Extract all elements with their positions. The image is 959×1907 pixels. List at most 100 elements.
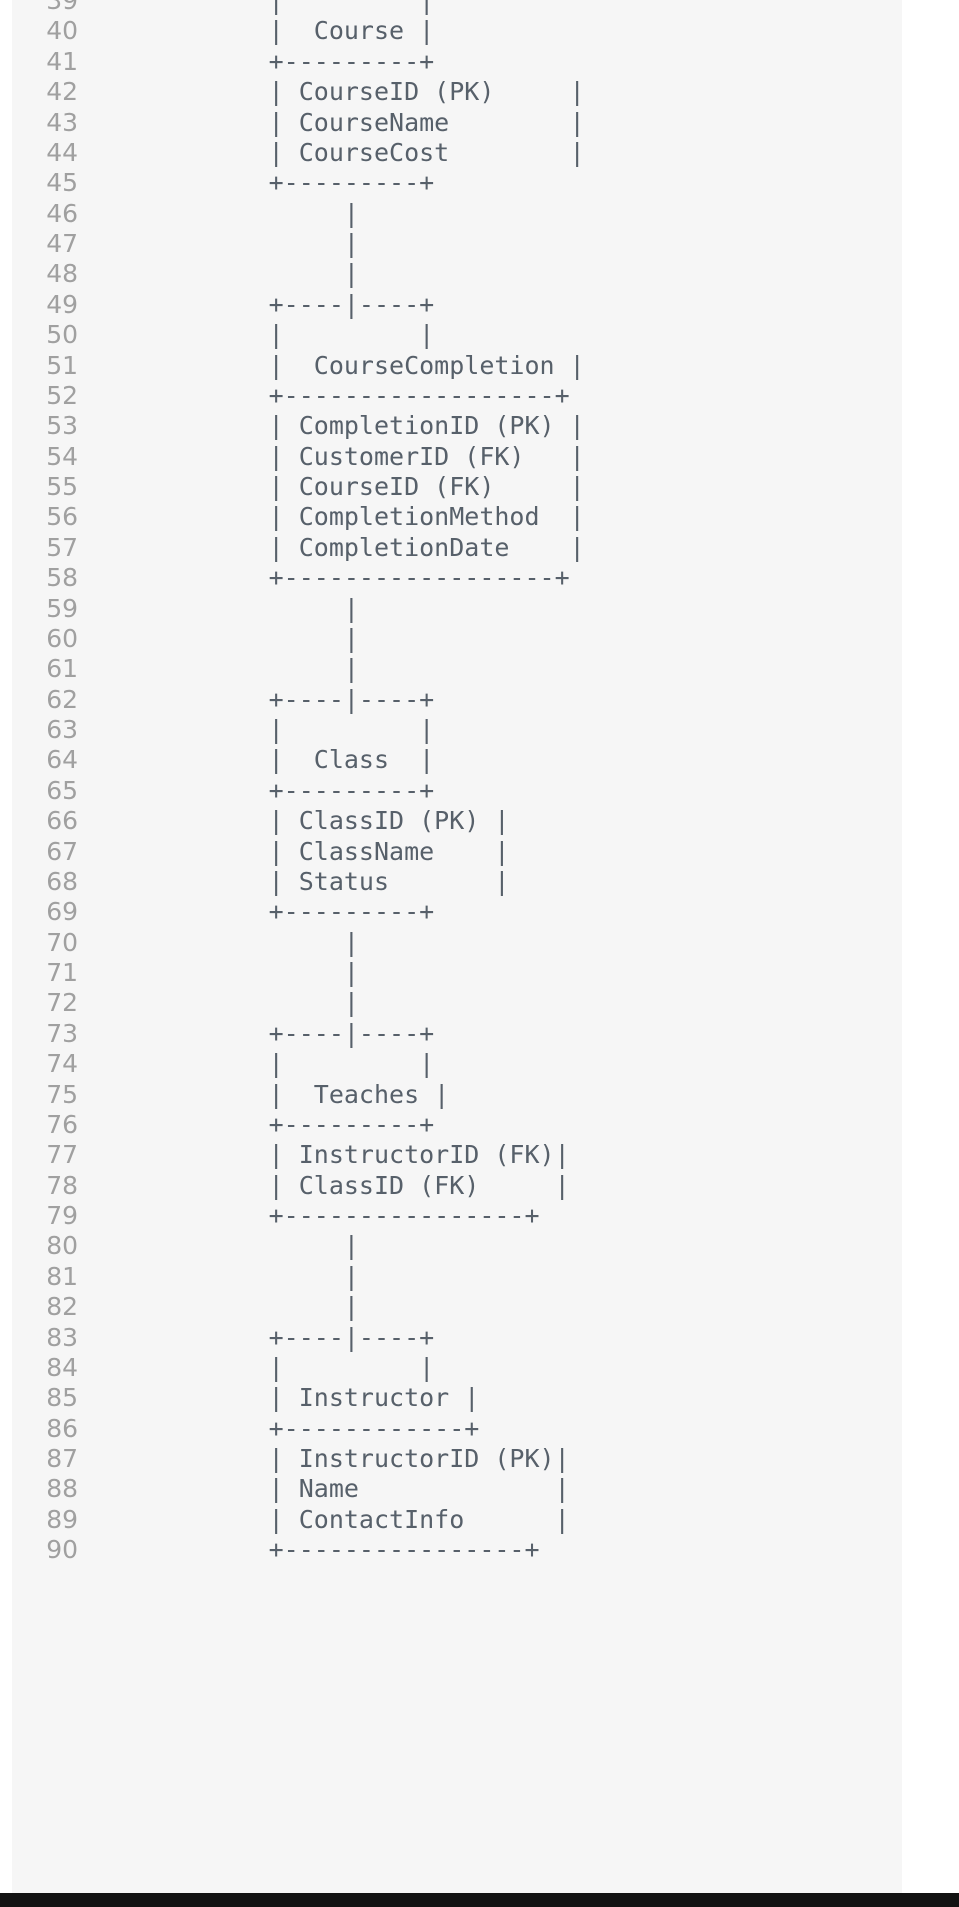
code-line[interactable]: 70 |	[0, 928, 902, 958]
line-content: |	[88, 229, 359, 258]
code-line[interactable]: 76 +---------+	[0, 1110, 902, 1140]
line-number: 64	[46, 745, 78, 775]
line-content: |	[88, 1292, 359, 1322]
code-line[interactable]: 42 | CourseID (PK) |	[0, 77, 902, 107]
code-line[interactable]: 79 +----------------+	[0, 1201, 902, 1231]
code-line[interactable]: 62 +----|----+	[0, 685, 902, 715]
code-line[interactable]: 87 | InstructorID (PK)|	[0, 1444, 902, 1474]
line-content: | InstructorID (FK)|	[88, 1140, 570, 1170]
code-line[interactable]: 39 | |	[0, 0, 902, 16]
line-number: 44	[46, 137, 78, 167]
line-number: 43	[46, 107, 78, 137]
code-line[interactable]: 51 | CourseCompletion |	[0, 351, 902, 381]
code-line[interactable]: 66 | ClassID (PK) |	[0, 806, 902, 836]
code-line[interactable]: 67 | ClassName |	[0, 837, 902, 867]
code-line[interactable]: 81 |	[0, 1262, 902, 1292]
line-content: |	[88, 654, 359, 684]
code-line[interactable]: 90 +----------------+	[0, 1535, 902, 1565]
line-content: |	[88, 198, 359, 228]
code-line[interactable]: 68 | Status |	[0, 867, 902, 897]
code-line[interactable]: 77 | InstructorID (FK)|	[0, 1140, 902, 1170]
line-number: 57	[46, 532, 78, 562]
line-number: 54	[46, 441, 78, 471]
line-content: | CompletionID (PK) |	[88, 411, 585, 441]
code-line[interactable]: 47 |	[0, 229, 902, 259]
code-line[interactable]: 49 +----|----+	[0, 290, 902, 320]
line-content: +----|----+	[88, 1018, 435, 1048]
line-content: |	[88, 1261, 359, 1291]
line-number: 77	[46, 1140, 78, 1170]
line-number: 47	[46, 229, 78, 258]
line-content: +----------------+	[88, 1535, 540, 1565]
code-line[interactable]: 84 | |	[0, 1353, 902, 1383]
line-number: 48	[46, 259, 78, 289]
line-content: |	[88, 623, 359, 653]
line-content: |	[88, 593, 359, 623]
code-line[interactable]: 74 | |	[0, 1049, 902, 1079]
code-line[interactable]: 78 | ClassID (FK) |	[0, 1171, 902, 1201]
line-content: | CustomerID (FK) |	[88, 441, 585, 471]
code-line[interactable]: 56 | CompletionMethod |	[0, 502, 902, 532]
line-number: 51	[46, 350, 78, 380]
code-line[interactable]: 85 | Instructor |	[0, 1383, 902, 1413]
line-number: 73	[46, 1018, 78, 1048]
line-content: | Name |	[88, 1474, 570, 1504]
line-content: +----------------+	[88, 1201, 540, 1230]
line-number: 50	[46, 320, 78, 350]
code-line[interactable]: 44 | CourseCost |	[0, 138, 902, 168]
line-number: 69	[46, 897, 78, 927]
line-content: |	[88, 927, 359, 957]
code-line[interactable]: 57 | CompletionDate |	[0, 533, 902, 563]
code-line[interactable]: 58 +------------------+	[0, 563, 902, 593]
line-number: 45	[46, 168, 78, 198]
code-line[interactable]: 64 | Class |	[0, 745, 902, 775]
code-line[interactable]: 71 |	[0, 958, 902, 988]
code-line[interactable]: 86 +------------+	[0, 1414, 902, 1444]
bottom-status-bar	[0, 1893, 959, 1907]
code-line[interactable]: 60 |	[0, 624, 902, 654]
code-line[interactable]: 82 |	[0, 1292, 902, 1322]
code-line[interactable]: 73 +----|----+	[0, 1019, 902, 1049]
line-number: 66	[46, 806, 78, 836]
line-content: | |	[88, 1049, 435, 1079]
code-line-list[interactable]: 39 | |40 | Course |41 +---------+42 | Co…	[0, 0, 902, 1566]
code-line[interactable]: 40 | Course |	[0, 16, 902, 46]
code-line[interactable]: 45 +---------+	[0, 168, 902, 198]
code-line[interactable]: 48 |	[0, 259, 902, 289]
code-line[interactable]: 80 |	[0, 1231, 902, 1261]
line-number: 88	[46, 1474, 78, 1504]
line-number: 82	[46, 1292, 78, 1322]
line-content: | CourseID (PK) |	[88, 77, 585, 107]
code-panel[interactable]: 39 | |40 | Course |41 +---------+42 | Co…	[0, 0, 902, 1893]
code-line[interactable]: 55 | CourseID (FK) |	[0, 472, 902, 502]
code-line[interactable]: 54 | CustomerID (FK) |	[0, 442, 902, 472]
code-line[interactable]: 65 +---------+	[0, 776, 902, 806]
code-line[interactable]: 83 +----|----+	[0, 1323, 902, 1353]
code-line[interactable]: 89 | ContactInfo |	[0, 1505, 902, 1535]
code-line[interactable]: 46 |	[0, 199, 902, 229]
code-line[interactable]: 53 | CompletionID (PK) |	[0, 411, 902, 441]
line-content: +------------+	[88, 1413, 480, 1443]
line-number: 71	[46, 958, 78, 987]
line-content: +---------+	[88, 897, 435, 927]
code-line[interactable]: 43 | CourseName |	[0, 108, 902, 138]
code-line[interactable]: 41 +---------+	[0, 47, 902, 77]
code-line[interactable]: 63 | |	[0, 715, 902, 745]
line-content: |	[88, 988, 359, 1018]
line-number: 83	[46, 1322, 78, 1352]
code-line[interactable]: 59 |	[0, 594, 902, 624]
code-line[interactable]: 50 | |	[0, 320, 902, 350]
line-number: 61	[46, 654, 78, 684]
code-line[interactable]: 72 |	[0, 988, 902, 1018]
code-line[interactable]: 75 | Teaches |	[0, 1080, 902, 1110]
line-number: 52	[46, 380, 78, 410]
code-line[interactable]: 61 |	[0, 654, 902, 684]
line-content: +----|----+	[88, 289, 435, 319]
line-content: |	[88, 958, 359, 987]
line-number: 49	[46, 289, 78, 319]
code-line[interactable]: 69 +---------+	[0, 897, 902, 927]
line-number: 55	[46, 472, 78, 501]
line-content: | ClassID (PK) |	[88, 806, 510, 836]
code-line[interactable]: 88 | Name |	[0, 1474, 902, 1504]
code-line[interactable]: 52 +------------------+	[0, 381, 902, 411]
